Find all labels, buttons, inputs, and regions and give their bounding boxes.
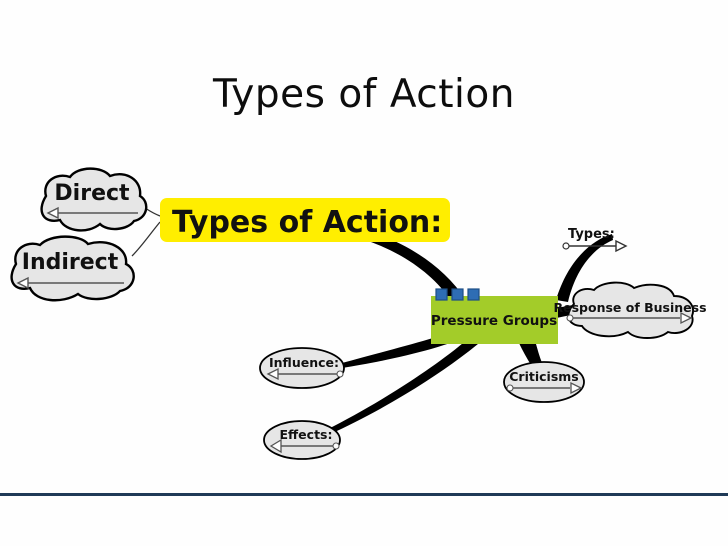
branch-node-criticisms[interactable]: Criticisms — [503, 361, 585, 403]
branch-label-types: Types: — [568, 227, 615, 242]
branch-node-influence[interactable]: Influence: — [259, 347, 345, 389]
topic-node-shape — [431, 296, 558, 344]
ellipse-shape — [259, 347, 345, 389]
arrow-left-influence — [266, 367, 344, 381]
arrow-left-effects — [269, 438, 340, 454]
branch-node-indirect[interactable]: Indirect — [10, 235, 135, 302]
branch-label-indirect: Indirect — [22, 250, 119, 275]
marker-square-3 — [467, 288, 480, 301]
marker-square-1 — [435, 288, 448, 301]
arrow-right-response — [566, 311, 693, 325]
branch-label-influence: Influence: — [269, 355, 339, 370]
arrow-right-criticisms — [506, 381, 583, 395]
center-node-shape — [160, 198, 450, 242]
topic-markers — [435, 288, 480, 301]
branch-node-direct[interactable]: Direct — [40, 167, 148, 232]
footer-divider — [0, 493, 728, 496]
cloud-shape — [567, 281, 694, 339]
arrow-left-direct — [46, 206, 138, 220]
branch-label-response-of-business: Response of Business — [553, 300, 706, 315]
center-node-label: Types of Action: — [172, 205, 442, 240]
cloud-shape — [40, 167, 148, 232]
branch-node-effects[interactable]: Effects: — [263, 420, 341, 460]
ellipse-shape — [263, 420, 341, 460]
arrow-right-types — [562, 239, 628, 253]
branch-label-criticisms: Criticisms — [509, 369, 578, 384]
center-node[interactable]: Types of Action: — [160, 198, 450, 242]
cloud-shape — [10, 235, 135, 302]
arrow-left-indirect — [16, 276, 124, 290]
page-title: Types of Action — [213, 72, 515, 117]
branch-label-direct: Direct — [54, 181, 130, 206]
mindmap-diagram: Direct Indirect Types of Action: Types: — [10, 167, 707, 460]
branch-node-types[interactable]: Types: — [562, 227, 628, 253]
topic-node-label: Pressure Groups — [431, 313, 557, 329]
marker-square-2 — [451, 288, 464, 301]
topic-node-pressure-groups[interactable]: Pressure Groups — [431, 288, 558, 344]
branch-node-response-of-business[interactable]: Response of Business — [553, 281, 707, 339]
ellipse-shape — [503, 361, 585, 403]
branch-label-effects: Effects: — [280, 427, 333, 442]
